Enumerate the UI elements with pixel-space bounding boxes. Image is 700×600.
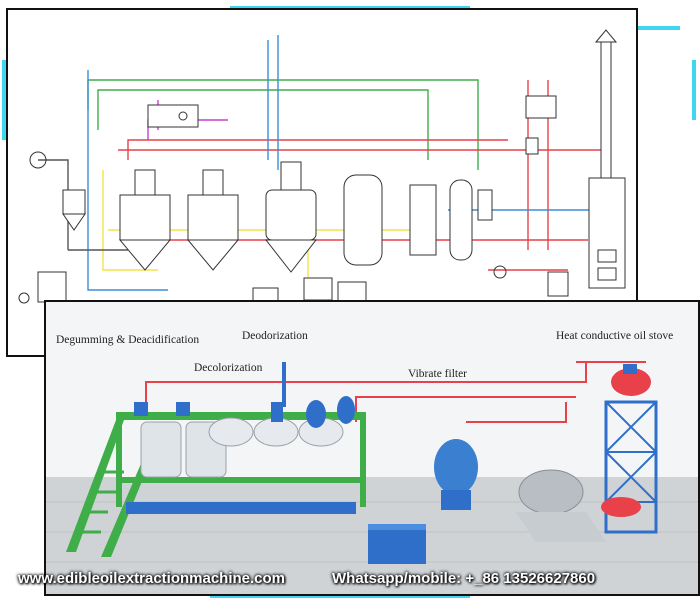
contact-footer: www.edibleoilextractionmachine.com Whats… xyxy=(0,566,700,594)
process-flow-diagram xyxy=(6,8,638,357)
label-heat-conductive-oil-stove: Heat conductive oil stove xyxy=(556,330,674,342)
plant-3d-drawing xyxy=(46,302,698,594)
plant-3d-rendering: Degumming & Deacidification Deodorizatio… xyxy=(44,300,700,596)
label-deodorization: Deodorization xyxy=(242,330,308,342)
label-degumming-deacidification: Degumming & Deacidification xyxy=(56,334,200,346)
label-decolorization: Decolorization xyxy=(194,362,263,374)
frame-accent-bottom xyxy=(210,594,470,598)
whatsapp-contact: Whatsapp/mobile: +_86 13526627860 xyxy=(332,570,596,587)
label-vibrate-filter: Vibrate filter xyxy=(408,368,468,380)
frame-accent-right xyxy=(692,60,696,120)
frame-accent-left xyxy=(2,60,6,140)
flow-diagram-drawing xyxy=(18,29,626,307)
website-url: www.edibleoilextractionmachine.com xyxy=(18,570,286,587)
